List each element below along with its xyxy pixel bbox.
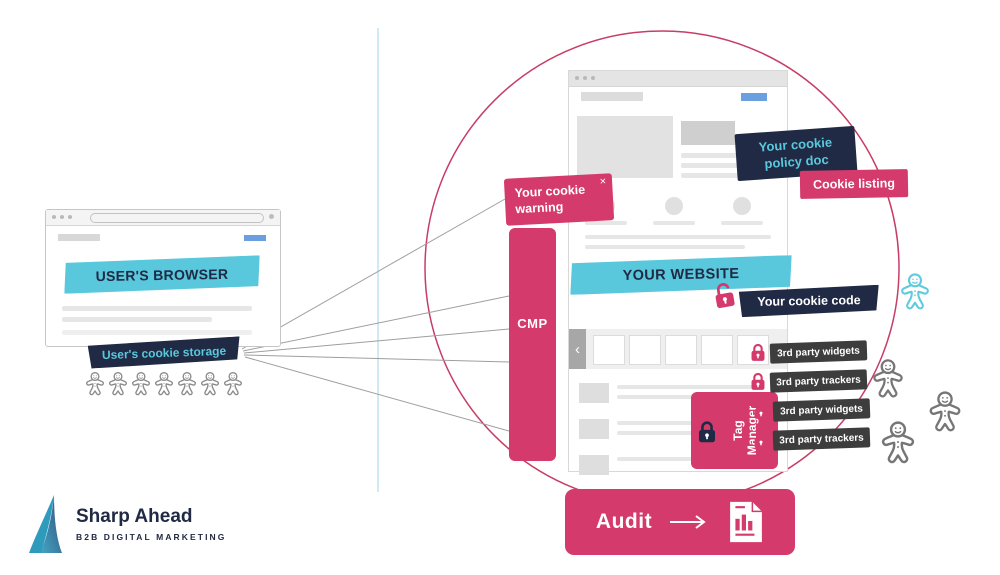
thumb-placeholder xyxy=(579,383,609,403)
users-cookie-storage-label: User's cookie storage xyxy=(101,343,227,362)
gingerbread-cookie-icon xyxy=(107,371,129,397)
third-party-label: 3rd party widgets xyxy=(769,340,868,364)
thumb-placeholder xyxy=(579,455,609,475)
users-browser-title: USER'S BROWSER xyxy=(95,265,229,284)
text-placeholder xyxy=(617,395,727,399)
third-party-text: 3rd party widgets xyxy=(779,403,864,417)
site-logo-placeholder xyxy=(581,92,643,101)
address-bar xyxy=(90,213,264,223)
audit-label: Audit xyxy=(595,510,653,533)
browser-titlebar xyxy=(46,210,280,226)
cookie-flow-lines xyxy=(241,198,510,432)
text-placeholder xyxy=(585,235,771,239)
carousel-item xyxy=(629,335,661,365)
text-placeholder xyxy=(681,153,773,158)
cookie-warning-box: Your cookie warning × xyxy=(503,173,615,226)
text-placeholder xyxy=(617,385,757,389)
cookie-listing-label: Cookie listing xyxy=(812,176,896,192)
gingerbread-cookie-icon xyxy=(878,420,918,466)
text-placeholder xyxy=(62,317,212,322)
sharp-ahead-logo-icon xyxy=(29,495,62,553)
gingerbread-cookie-icon xyxy=(898,272,932,312)
third-party-label: 3rd party widgets xyxy=(772,398,871,422)
carousel-item xyxy=(593,335,625,365)
arrow-right-icon xyxy=(670,515,706,529)
text-placeholder xyxy=(653,221,695,225)
gingerbread-cookie-icon xyxy=(199,371,221,397)
gingerbread-cookie-icon xyxy=(222,371,244,397)
gingerbread-cookie-icon xyxy=(176,371,198,397)
gingerbread-cookie-icon xyxy=(130,371,152,397)
button-placeholder xyxy=(244,235,266,241)
gingerbread-cookie-icon xyxy=(84,371,106,397)
text-placeholder xyxy=(681,173,751,178)
close-icon: × xyxy=(599,175,607,188)
window-dots-icon xyxy=(52,215,72,219)
unlocked-padlock-icon xyxy=(708,279,742,312)
brand-name: Sharp Ahead xyxy=(76,506,193,528)
locked-padlock-icon xyxy=(696,419,718,445)
site-cta-placeholder xyxy=(741,93,767,101)
brand-block: Sharp Ahead B2B DIGITAL MARKETING xyxy=(26,492,227,556)
feature-icon-placeholder xyxy=(665,197,683,215)
padlock-icon xyxy=(752,400,770,421)
gingerbread-cookie-icon xyxy=(926,390,964,434)
thumb-placeholder xyxy=(579,419,609,439)
cmp-label: CMP xyxy=(517,316,548,331)
text-placeholder xyxy=(62,306,252,311)
site-titlebar xyxy=(569,71,787,87)
third-party-label: 3rd party trackers xyxy=(769,369,868,393)
padlock-icon xyxy=(749,371,767,392)
cookie-code-label: Your cookie code xyxy=(757,293,861,309)
audit-report-icon xyxy=(730,501,762,543)
carousel-prev-icon: ‹ xyxy=(569,329,586,369)
feature-icon-placeholder xyxy=(733,197,751,215)
text-placeholder xyxy=(62,330,252,335)
carousel-item xyxy=(701,335,733,365)
audit-box: Audit xyxy=(565,489,795,555)
browser-menu-icon xyxy=(269,214,274,219)
brand-tagline: B2B DIGITAL MARKETING xyxy=(76,531,227,542)
padlock-icon xyxy=(752,429,770,450)
gingerbread-cookie-icon xyxy=(870,358,906,400)
third-party-text: 3rd party trackers xyxy=(776,374,861,388)
padlock-icon xyxy=(749,342,767,363)
hero-heading-placeholder xyxy=(681,121,735,145)
text-placeholder xyxy=(617,431,727,435)
text-placeholder xyxy=(585,245,745,249)
text-placeholder xyxy=(721,221,763,225)
window-dots-icon xyxy=(575,76,595,80)
carousel-strip: ‹ xyxy=(569,329,787,369)
third-party-text: 3rd party widgets xyxy=(776,345,861,359)
text-placeholder xyxy=(681,163,773,168)
hero-image-placeholder xyxy=(577,116,673,178)
text-placeholder xyxy=(617,421,757,425)
third-party-text: 3rd party trackers xyxy=(779,432,864,446)
text-placeholder xyxy=(585,221,627,225)
carousel-item xyxy=(665,335,697,365)
cookie-listing-box: Cookie listing xyxy=(799,169,909,199)
cookie-warning-label: Your cookie warning xyxy=(514,182,586,217)
cmp-bar: CMP xyxy=(509,228,556,461)
stored-cookies-row xyxy=(84,371,244,397)
gingerbread-cookie-icon xyxy=(153,371,175,397)
third-party-label: 3rd party trackers xyxy=(772,427,871,451)
text-placeholder xyxy=(617,457,757,461)
cookie-policy-doc-label: Your cookie policy doc xyxy=(758,134,833,171)
nav-placeholder xyxy=(58,234,100,241)
